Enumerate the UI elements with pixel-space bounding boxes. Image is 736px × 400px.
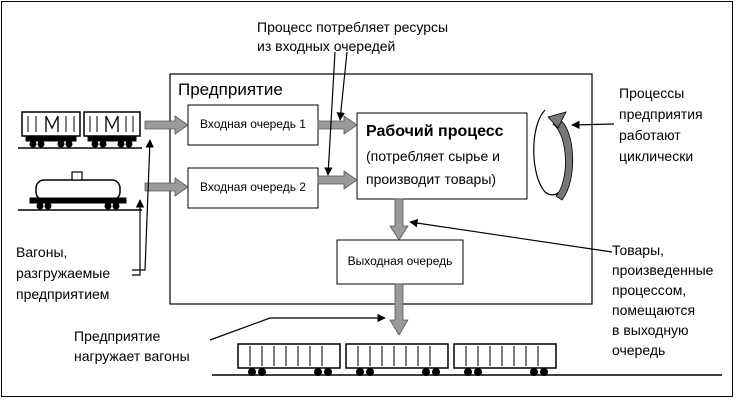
boxcar-1 (21, 111, 81, 148)
annotation-unloaded-line3: предприятием (16, 286, 110, 302)
input-queue-2-box (187, 167, 319, 209)
input-queue-1-box (187, 104, 319, 146)
annotation-unloaded-line1: Вагоны, (16, 244, 68, 260)
work-process-title: Рабочий процесс (366, 123, 504, 140)
tank-car (18, 171, 142, 211)
output-queue-label: Выходная очередь (347, 254, 453, 268)
work-process-box (356, 112, 528, 200)
annotation-loads-line1: Предприятие (74, 328, 161, 344)
annotation-consumes-line2: из входных очередей (257, 38, 396, 54)
annotation-goods-line4: помещаются (612, 302, 696, 318)
annotation-consumes-line1: Процесс потребляет ресурсы (257, 19, 449, 35)
annotation-cyclic-line1: Процессы (619, 85, 685, 101)
annotation-goods: Товары, произведенные процессом, помещаю… (612, 240, 713, 360)
annotation-cyclic-line2: предприятия (619, 106, 703, 122)
annotation-unloaded: Вагоны, разгружаемые предприятием (16, 242, 110, 305)
annotation-goods-line6: очередь (612, 342, 666, 358)
flow-arrows (144, 115, 409, 336)
annotation-unloaded-line2: разгружаемые (16, 265, 111, 281)
input-queue-2-label: Входная очередь 2 (200, 180, 306, 194)
loaded-car-1 (237, 343, 341, 376)
flow-arrow-queue2-to-process (317, 170, 358, 190)
annotation-cyclic-line4: циклически (619, 148, 694, 164)
annotation-cyclic-line3: работают (619, 127, 681, 143)
cycle-arrow (533, 109, 574, 201)
annotation-goods-line1: Товары, (612, 242, 665, 258)
annotation-consumes: Процесс потребляет ресурсы из входных оч… (257, 18, 448, 56)
loaded-car-2 (345, 343, 449, 376)
loaded-car-3 (453, 343, 557, 376)
annotation-goods-line3: процессом, (612, 282, 687, 298)
work-process-line2: (потребляет сырье и (366, 148, 500, 164)
boxcars-unloaded (18, 111, 142, 149)
flow-arrow-wagons-to-queue1 (144, 115, 189, 135)
annotation-loads-line2: нагружает вагоны (74, 348, 190, 364)
annotation-cyclic: Процессы предприятия работают циклически (619, 83, 703, 167)
work-process-line3: производит товары) (366, 171, 497, 187)
annotation-loads: Предприятие нагружает вагоны (74, 326, 190, 366)
flow-arrow-output-to-train (389, 283, 409, 336)
input-queue-1-label: Входная очередь 1 (200, 117, 306, 131)
annotation-goods-line2: произведенные (612, 262, 714, 278)
enterprise-title: Предприятие (178, 80, 283, 99)
flow-arrow-wagons-to-queue2 (144, 177, 189, 197)
annotation-goods-line5: в выходную (612, 322, 689, 338)
loaded-train (212, 343, 722, 376)
boxcar-2 (83, 111, 141, 148)
flow-arrow-process-to-output (389, 198, 409, 241)
annotation-pointers (132, 51, 615, 341)
